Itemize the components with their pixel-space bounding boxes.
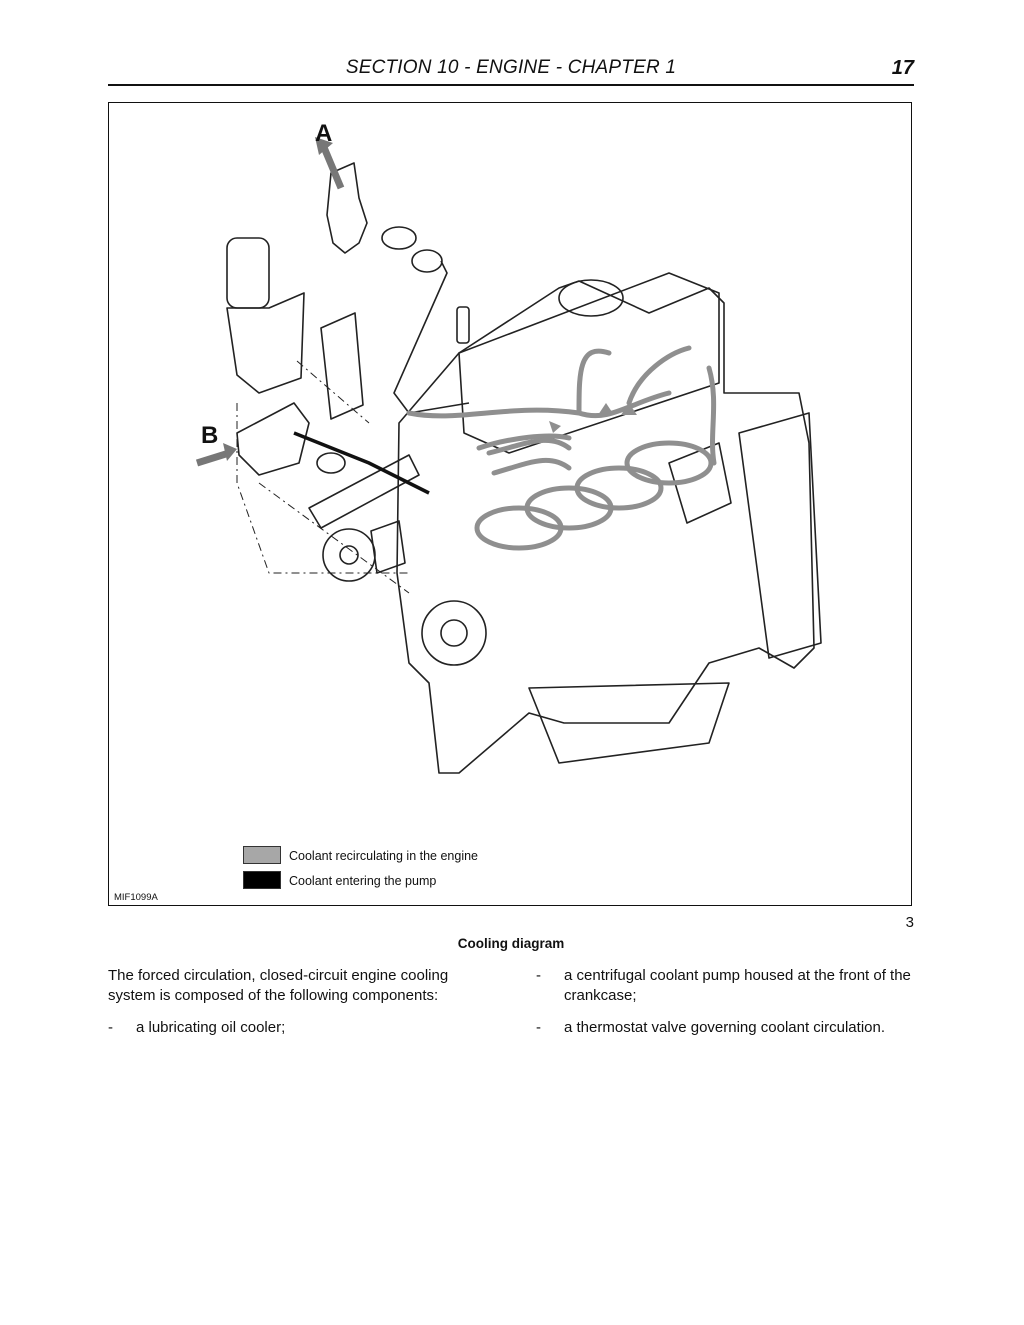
water-pump-hub [339, 545, 359, 565]
crank-damper [421, 600, 487, 666]
crank-damper-hub [440, 619, 468, 647]
assembly-lines [236, 360, 410, 594]
recirculating-arrows [549, 403, 637, 433]
component-item: - a lubricating oil cooler; [108, 1018, 498, 1038]
oil-sump [528, 682, 730, 764]
flywheel-housing [738, 412, 822, 659]
legend-label-recirculating: Coolant recirculating in the engine [289, 849, 479, 863]
figure-caption: Cooling diagram [457, 936, 565, 951]
intro-paragraph: The forced circulation, closed-circuit e… [108, 967, 449, 1004]
thermostat-housing [326, 162, 368, 254]
page-number: 17 [891, 57, 914, 79]
oil-filler-neck [558, 279, 624, 317]
thermostat-valve [411, 249, 443, 273]
callout-b: B [201, 422, 218, 449]
component-text: a centrifugal coolant pump housed at the… [564, 967, 911, 1004]
component-item: - a centrifugal coolant pump housed at t… [536, 966, 916, 1006]
thermostat-gasket [381, 226, 417, 250]
callout-a: A [315, 120, 332, 147]
legend-swatch-recirculating [243, 846, 281, 864]
oil-cooler-housing [226, 292, 305, 394]
bypass-hose [393, 260, 470, 414]
figure-code: MIF1099A [114, 892, 158, 903]
bullet-dash: - [108, 1019, 113, 1036]
water-pump-body [370, 520, 406, 574]
bullet-dash: - [536, 1019, 541, 1036]
oil-filter [226, 237, 270, 309]
header-divider [108, 84, 914, 86]
inlet-gasket [316, 452, 346, 474]
oil-cooler-gasket [320, 312, 364, 420]
temperature-sensor [456, 306, 470, 344]
text-column-right: - a centrifugal coolant pump housed at t… [536, 966, 916, 1050]
drive-belt [308, 454, 420, 529]
inlet-arrow-b [195, 443, 237, 467]
cylinder-head [458, 272, 720, 454]
outlet-arrow-a [315, 137, 345, 190]
legend-label-entering: Coolant entering the pump [289, 874, 437, 888]
recirculating-coolant-path [406, 345, 717, 551]
section-title: SECTION 10 - ENGINE - CHAPTER 1 [345, 57, 677, 78]
engine-cooling-illustration: A B [195, 120, 822, 774]
text-column-left: The forced circulation, closed-circuit e… [108, 966, 498, 1050]
component-text: a lubricating oil cooler; [136, 1019, 286, 1036]
figure-frame: A B Coolant recirculating in the engine … [108, 102, 912, 906]
legend-swatch-entering [243, 871, 281, 889]
entering-coolant-path [293, 431, 430, 495]
engine-block [396, 280, 815, 774]
component-text: a thermostat valve governing coolant cir… [564, 1019, 886, 1036]
figure-number: 3 [905, 914, 914, 931]
water-pump-inlet [236, 402, 310, 476]
component-item: - a thermostat valve governing coolant c… [536, 1018, 916, 1038]
bullet-dash: - [536, 967, 541, 984]
